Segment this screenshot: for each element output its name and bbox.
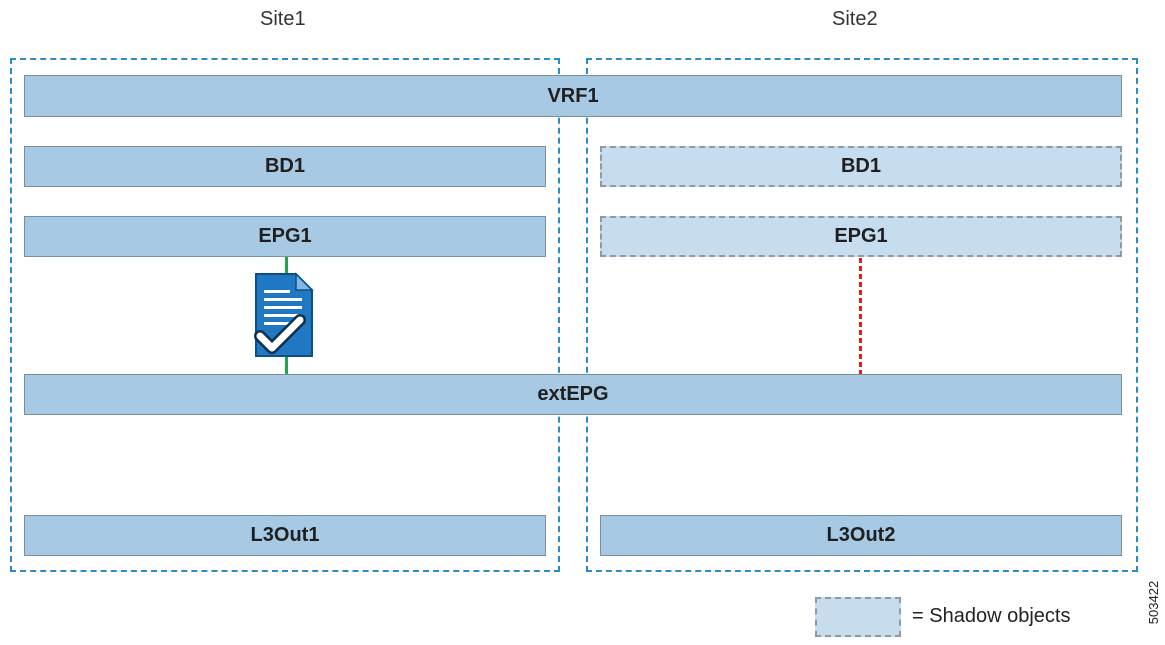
site1-bd-bar: BD1: [24, 146, 546, 187]
site2-boundary: [586, 58, 1138, 572]
site2-l3out-bar: L3Out2: [600, 515, 1122, 556]
site1-boundary: [10, 58, 560, 572]
site1-epg-bar: EPG1: [24, 216, 546, 257]
vrf-bar: VRF1: [24, 75, 1122, 117]
site1-label: Site1: [260, 8, 306, 30]
site2-bd-shadow-bar: BD1: [600, 146, 1122, 187]
document-checkmark-icon: [250, 270, 320, 365]
site1-contract-link-bottom: [285, 355, 288, 375]
shadow-legend-text: = Shadow objects: [912, 605, 1071, 627]
figure-id: 503422: [1146, 580, 1162, 625]
site2-epg-shadow-bar: EPG1: [600, 216, 1122, 257]
shadow-legend-swatch: [815, 597, 901, 637]
site2-label: Site2: [832, 8, 878, 30]
site2-missing-contract-link: [859, 258, 862, 374]
site1-contract-link-top: [285, 257, 288, 275]
site1-l3out-bar: L3Out1: [24, 515, 546, 556]
ext-epg-bar: extEPG: [24, 374, 1122, 415]
